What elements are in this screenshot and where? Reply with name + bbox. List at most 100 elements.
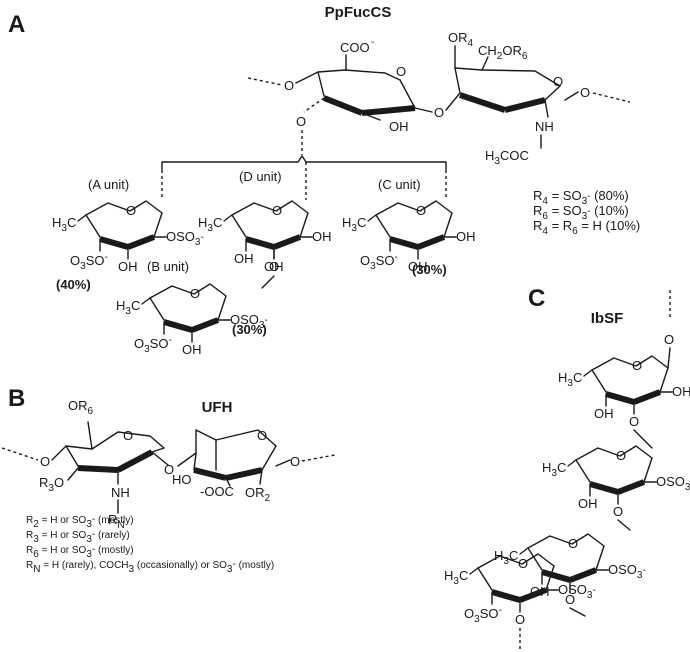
ibsf-link-2 xyxy=(617,519,631,531)
idoa-o1: O xyxy=(290,454,300,469)
ibsf-chain: OH3COHOHOOOH3COSO3-OHOOH3COSO3-OHOOH3COS… xyxy=(444,332,690,650)
panel-c-title: IbSF xyxy=(591,310,624,327)
fucose-unit-a-oso3: OSO3- xyxy=(166,229,204,248)
glcn-or6: OR6 xyxy=(68,398,94,417)
fucose-unit-b-o3so: O3SO- xyxy=(134,335,172,355)
fucose-unit-b-ring-o: O xyxy=(190,286,200,301)
ibsf-unit-4-oso3: OSO3- xyxy=(558,582,596,601)
panel-a-letter: A xyxy=(8,11,25,38)
unit-a-label: (A unit) xyxy=(88,177,129,192)
glca-oh: OH xyxy=(389,119,409,134)
glcn-ring-o: O xyxy=(123,428,133,443)
glca-ring: O O COO - OH O O xyxy=(247,37,444,155)
link-d-b-o: O xyxy=(269,259,279,274)
ibsf-unit-3-h3c: H3C xyxy=(494,548,518,567)
panel-b-title: UFH xyxy=(202,399,233,416)
ibsf-unit-2-ring-o: O xyxy=(616,448,626,463)
fucose-unit-d-h3c: H3C xyxy=(198,215,222,234)
galnac-ring-o: O xyxy=(553,74,563,89)
panel-a-title: PpFucCS xyxy=(325,4,392,21)
glcn-rn: RN xyxy=(108,512,125,531)
link-d-b-bond xyxy=(261,275,275,289)
r-substituent-legend-b: R2 = H or SO3- (mostly)R3 = H or SO3- (r… xyxy=(26,514,274,575)
fucose-unit-a-ring-o: O xyxy=(126,203,136,218)
panel-c-letter: C xyxy=(528,285,545,312)
r-line-a-0: R4 = SO3- (80%) xyxy=(533,188,629,207)
r-substituent-legend-a: R4 = SO3- (80%)R6 = SO3- (10%)R4 = R6 = … xyxy=(533,188,640,237)
ibsf-unit-1-oh2: OH xyxy=(672,384,690,399)
ibsf-unit-3-ring-o: O xyxy=(568,536,578,551)
idoa-ho: HO xyxy=(172,472,192,487)
r-line-a-1: R6 = SO3- (10%) xyxy=(533,203,629,222)
idoa-coo: -OOC xyxy=(200,484,234,499)
branch-bracket xyxy=(161,155,447,171)
galnac-ch2or6: CH2OR6 xyxy=(478,43,528,62)
ibsf-unit-1-h3c: H3C xyxy=(558,370,582,389)
idoa-or2: OR2 xyxy=(245,485,271,504)
fucose-unit-c-oh3: OH xyxy=(408,259,428,274)
glcn-ring: O O OR6 R3O NH RN O xyxy=(1,398,174,531)
glca-o3: O xyxy=(296,114,306,129)
idoa-ring-o: O xyxy=(257,428,267,443)
fucose-unit-c-h3c: H3C xyxy=(342,215,366,234)
glca-coo: COO xyxy=(340,40,370,55)
fucose-unit-d-oh4: OH xyxy=(234,251,254,266)
ibsf-unit-2-oh4: OH xyxy=(578,496,598,511)
glca-ring-o: O xyxy=(396,64,406,79)
ibsf-unit-4-h3c: H3C xyxy=(444,568,468,587)
ibsf-unit-2-h3c: H3C xyxy=(542,460,566,479)
ibsf-unit-1-oh4: OH xyxy=(594,406,614,421)
r-line-b-1: R3 = H or SO3- (rarely) xyxy=(26,529,130,545)
unit-b-percent: (30%) xyxy=(232,322,267,337)
galnac-nh: NH xyxy=(535,119,554,134)
ibsf-unit-3-oso3: OSO3- xyxy=(608,562,646,581)
panel-c: C IbSF OH3COHOHOOOH3COSO3-OHOOH3COSO3-OH… xyxy=(444,285,690,650)
ibsf-unit-1-o1: O xyxy=(664,332,674,347)
fucose-unit-c-ring-o: O xyxy=(416,203,426,218)
r-line-b-3: RN = H (rarely), COCH3 (occasionally) or… xyxy=(26,559,274,575)
unit-a-percent: (40%) xyxy=(56,277,91,292)
fucose-units: OH3COHOSO3-O3SO-OH3COHOHOHOH3COHOHO3SO-O… xyxy=(52,200,476,357)
ibsf-link-1 xyxy=(633,429,653,449)
galnac-ring: O OR4 CH2OR6 O NH H3COC xyxy=(445,30,631,167)
galnac-h3coc: H3COC xyxy=(485,148,529,167)
fucose-unit-c-oh2: OH xyxy=(456,229,476,244)
ibsf-unit-4-ring-o: O xyxy=(518,556,528,571)
fucose-unit-d-oh3: OH xyxy=(264,259,284,274)
unit-c-percent: (30%) xyxy=(412,262,447,277)
ibsf-unit-1-ring-o: O xyxy=(632,358,642,373)
ibsf-unit-3-o3-link: O xyxy=(565,592,575,607)
fucose-unit-b-h3c: H3C xyxy=(116,298,140,317)
fucose-unit-b-oh3: OH xyxy=(182,342,202,357)
r-line-b-2: R6 = H or SO3- (mostly) xyxy=(26,544,134,560)
panel-b: B UFH O O OR6 R3O NH RN O xyxy=(1,385,336,575)
panel-b-letter: B xyxy=(8,385,25,412)
fucose-unit-a-oh3: OH xyxy=(118,259,138,274)
r-line-b-0: R2 = H or SO3- (mostly) xyxy=(26,514,134,530)
link-o-b: O xyxy=(164,462,174,477)
panel-a: A PpFucCS O O COO - OH O O xyxy=(8,4,640,357)
idoa-ring: O HO -OOC OR2 O xyxy=(172,428,336,504)
link-o-middle: O xyxy=(434,105,444,120)
ibsf-unit-4-o3so: O3SO- xyxy=(464,605,502,625)
ibsf-unit-2-o3-link: O xyxy=(613,504,623,519)
glcn-o4: O xyxy=(40,454,50,469)
unit-c-label: (C unit) xyxy=(378,177,421,192)
r-line-a-2: R4 = R6 = H (10%) xyxy=(533,218,640,237)
galnac-o1: O xyxy=(580,85,590,100)
glca-o-left: O xyxy=(284,78,294,93)
fucose-unit-a-h3c: H3C xyxy=(52,215,76,234)
ibsf-unit-4-o3-link: O xyxy=(515,612,525,627)
glca-coo-charge: - xyxy=(371,37,374,48)
ibsf-link-3 xyxy=(569,607,586,617)
unit-d-label: (D unit) xyxy=(239,169,282,184)
unit-b-label: (B unit) xyxy=(147,259,189,274)
